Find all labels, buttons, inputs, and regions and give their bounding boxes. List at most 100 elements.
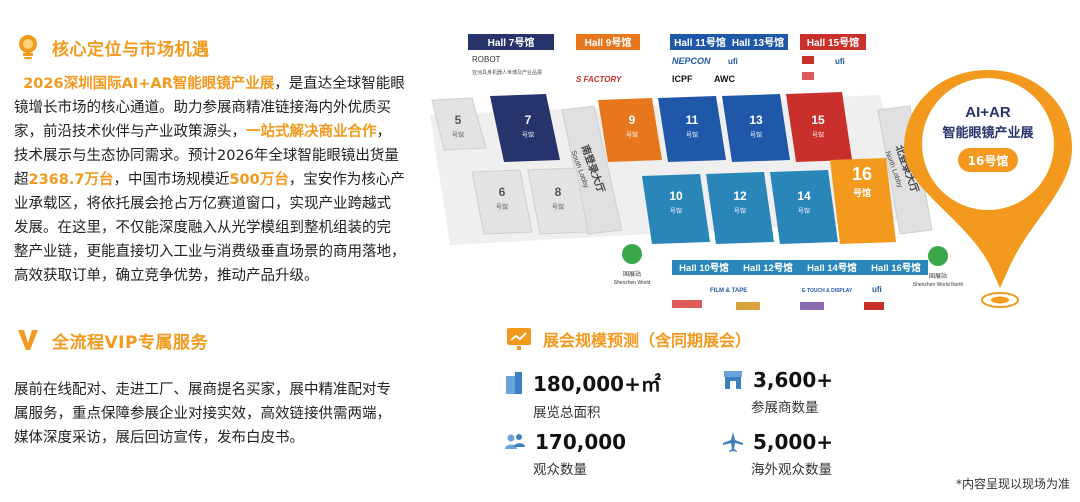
svg-text:7: 7 [525,113,532,127]
section-header-positioning: 核心定位与市场机遇 [14,33,210,61]
section-header-vip: 全流程VIP专属服务 [14,326,208,354]
hall-suffix: 号馆 [522,131,534,139]
stat-label: 观众数量 [533,462,587,478]
svg-text:6: 6 [499,185,506,199]
legend-hall-16-label: Hall 16号馆 [871,262,921,274]
para-line: 业承载区，将依托展会抢占万亿赛道窗口，实现产业跨越式 [14,196,391,212]
legend-hall-10-label: Hall 10号馆 [679,262,729,274]
awc-logo: AWC [714,74,735,84]
legend-hall-15-label: Hall 15号馆 [807,36,859,49]
expo-name: 2026深圳国际AI+AR智能眼镜产业展 [23,76,275,92]
hall-9: 9 号馆 [598,98,662,162]
station-west: 国展站 Shenzhen World [614,244,651,286]
expo-logo-mark [802,72,814,80]
highlight-onestop: 一站式解决商业合作 [246,124,377,140]
hall-suffix: 号馆 [670,207,682,215]
ufi-logo: ufi [728,57,738,66]
hall-11: 11 号馆 [658,96,726,162]
stat-exhibitors: 3,600+ 参展商数量 [723,368,833,416]
stat-label: 海外观众数量 [751,462,832,478]
vip-paragraph: 展前在线配对、走进工厂、展商提名买家，展中精准配对专 属服务，重点保障参展企业对… [14,378,434,450]
highlight-shipments: 2368.7万台 [28,172,114,188]
hall-suffix: 号馆 [496,203,508,211]
footnote: *内容呈现以现场为准 [955,477,1070,491]
para-line: 高效获取订单，确立竞争优势，推动产品升级。 [14,268,319,284]
hall-12: 12 号馆 [706,172,774,244]
hall-16-suffix: 号馆 [853,187,871,199]
svg-text:8: 8 [555,185,562,199]
legend-hall-9: Hall 9号馆 S FACTORY [576,34,640,84]
para-line: 属服务，重点保障参展企业对接实效，高效链接供需两端， [14,406,391,422]
expo-logo-mark [800,302,824,310]
legend-hall-14-label: Hall 14号馆 [807,262,857,274]
hall-suffix: 号馆 [552,203,564,211]
hall-10: 10 号馆 [642,174,710,244]
filmtape-logo: FILM & TAPE [710,288,747,294]
svg-text:9: 9 [629,113,636,127]
svg-text:14: 14 [797,189,811,203]
hall-14: 14 号馆 [770,170,838,244]
expo-logo-mark [736,302,760,310]
para-line: 技术展示与生态协同需求。预计2026年全球智能眼镜出货量 [14,148,399,164]
ufi-logo: ufi [835,57,845,66]
para-text: ， [376,124,392,140]
expo-logo-mark [802,56,814,64]
section-title: 核心定位与市场机遇 [52,39,210,60]
station-label: 国展站 [623,270,641,278]
intro-paragraph: 2026深圳国际AI+AR智能眼镜产业展，是直达全球智能眼 镜增长市场的核心通道… [14,72,424,288]
section-title: 全流程VIP专属服务 [52,332,208,353]
store-icon [724,371,742,389]
plane-icon [723,432,743,452]
para-text: 家，前沿技术伙伴与产业政策源头， [14,124,246,140]
display-logo: E-TOUCH & DISPLAY [802,288,853,294]
hall-15: 15 号馆 [786,92,852,162]
icpf-logo: ICPF [672,74,693,84]
legend-hall-13-label: Hall 13号馆 [732,36,784,49]
building-icon [506,371,522,394]
para-line: 家，前沿技术伙伴与产业政策源头，一站式解决商业合作， [14,120,424,144]
stat-label: 参展商数量 [751,400,819,416]
stat-value: 5,000+ [753,430,834,454]
legend-hall-12-label: Hall 12号馆 [743,262,793,274]
lightbulb-icon [14,33,42,61]
para-line: 2026深圳国际AI+AR智能眼镜产业展，是直达全球智能眼 [14,72,424,96]
venue-floor-map: Hall 7号馆 ROBOT 亚洲具身机器人世博及产业品展 Hall 9号馆 S… [410,20,1080,340]
stat-label: 展览总面积 [533,405,601,421]
svg-text:11: 11 [686,113,699,127]
hall-suffix: 号馆 [686,131,698,139]
nepcon-logo: NEPCON [672,56,711,66]
legend-hall-11-label: Hall 11号馆 [674,36,726,49]
para-text: 超 [14,172,29,188]
chart-board-icon [505,325,533,353]
svg-text:12: 12 [733,189,747,203]
hall-13: 13 号馆 [722,94,790,162]
legend-bottom: Hall 10号馆 Hall 12号馆 Hall 14号馆 Hall 16号馆 … [672,260,928,310]
para-line: 展前在线配对、走进工厂、展商提名买家，展中精准配对专 [14,382,391,398]
highlight-pin: AI+AR 智能眼镜产业展 16号馆 [904,70,1072,308]
hall-5: 5 号馆 [431,97,487,151]
hall-8: 8 号馆 [527,167,589,235]
hall-16: 16 号馆 [830,158,896,244]
hall-suffix: 号馆 [626,131,638,139]
legend-hall-11-13: Hall 11号馆 Hall 13号馆 NEPCON ufi ICPF AWC [670,34,788,84]
para-text: ，是直达全球智能眼 [274,76,405,92]
legend-hall-7-label: Hall 7号馆 [488,36,535,49]
hall-suffix: 号馆 [812,131,824,139]
legend-hall-9-label: Hall 9号馆 [585,36,632,49]
station-en: Shenzhen World [614,280,651,286]
stat-visitors: 170,000 观众数量 [505,430,626,478]
metro-icon [622,244,642,264]
metro-icon [928,246,948,266]
hall-suffix: 号馆 [734,207,746,215]
robot-logo-sub: 亚洲具身机器人世博及产业品展 [472,69,542,76]
pin-title-1: AI+AR [965,104,1011,121]
hall-16-number: 16 [852,164,872,184]
sfactory-logo: S FACTORY [576,75,622,84]
hall-suffix: 号馆 [750,131,762,139]
v-badge-icon [14,326,42,354]
para-line: 发展。在这里，不仅能深度融入从光学模组到整机组装的完 [14,220,391,236]
para-line: 超2368.7万台，中国市场规模近500万台，宝安作为核心产 [14,168,424,192]
hall-suffix: 号馆 [798,207,810,215]
pin-title-2: 智能眼镜产业展 [942,125,1034,141]
para-text: ，宝安作为核心产 [288,172,405,188]
